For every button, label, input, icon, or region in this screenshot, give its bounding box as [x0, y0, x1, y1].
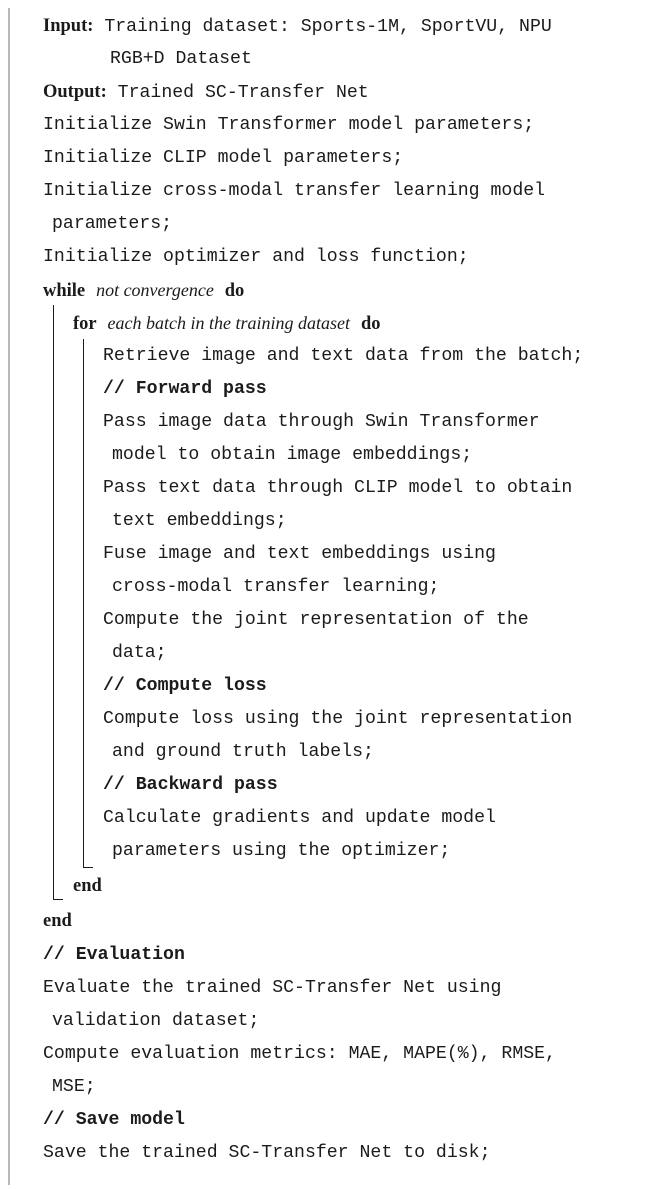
- eval-line-continuation: validation dataset;: [52, 1011, 260, 1031]
- body-line-continuation: model to obtain image embeddings;: [112, 445, 473, 465]
- comment-save-model: // Save model: [43, 1110, 185, 1130]
- body-line: Fuse image and text embeddings using: [103, 544, 496, 564]
- body-line-continuation: data;: [112, 643, 167, 663]
- for-do-keyword: do: [360, 314, 381, 334]
- body-line-continuation: parameters using the optimizer;: [112, 841, 451, 861]
- comment-forward-pass: // Forward pass: [103, 379, 267, 399]
- input-continuation: RGB+D Dataset: [110, 49, 252, 69]
- for-condition: each batch in the training dataset: [107, 313, 351, 333]
- for-scope-tick: [83, 867, 93, 869]
- body-line-continuation: text embeddings;: [112, 511, 287, 531]
- body-line: Compute the joint representation of the: [103, 610, 529, 630]
- input-label: Input:: [43, 16, 94, 36]
- body-line: Calculate gradients and update model: [103, 808, 496, 828]
- for-scope-bar: [83, 339, 85, 868]
- output-line: Output: Trained SC-Transfer Net: [43, 76, 369, 109]
- for-end-keyword: end: [73, 876, 102, 896]
- while-keyword: while: [43, 281, 86, 301]
- body-line: Compute loss using the joint representat…: [103, 709, 573, 729]
- output-label: Output:: [43, 82, 107, 102]
- save-line: Save the trained SC-Transfer Net to disk…: [43, 1143, 491, 1163]
- eval-line: Evaluate the trained SC-Transfer Net usi…: [43, 978, 502, 998]
- eval-line: Compute evaluation metrics: MAE, MAPE(%)…: [43, 1044, 556, 1064]
- body-line: Retrieve image and text data from the ba…: [103, 346, 584, 366]
- while-end-keyword: end: [43, 911, 72, 931]
- input-line: Input: Training dataset: Sports-1M, Spor…: [43, 10, 552, 43]
- comment-compute-loss: // Compute loss: [103, 676, 267, 696]
- body-line: Pass text data through CLIP model to obt…: [103, 478, 573, 498]
- body-line-continuation: and ground truth labels;: [112, 742, 374, 762]
- eval-line-continuation: MSE;: [52, 1077, 96, 1097]
- while-scope-bar: [53, 305, 55, 900]
- while-condition: not convergence: [96, 280, 214, 300]
- input-text: Training dataset: Sports-1M, SportVU, NP…: [104, 17, 552, 37]
- body-line-continuation: cross-modal transfer learning;: [112, 577, 440, 597]
- for-keyword: for: [73, 314, 97, 334]
- output-text: Trained SC-Transfer Net: [117, 83, 369, 103]
- init-line-continuation: parameters;: [52, 214, 173, 234]
- init-line: Initialize Swin Transformer model parame…: [43, 115, 535, 135]
- body-line: Pass image data through Swin Transformer: [103, 412, 540, 432]
- init-line: Initialize optimizer and loss function;: [43, 247, 469, 267]
- while-line: while not convergence do: [43, 274, 244, 307]
- while-scope-tick: [53, 899, 63, 901]
- init-line: Initialize CLIP model parameters;: [43, 148, 404, 168]
- while-do-keyword: do: [224, 281, 245, 301]
- init-line: Initialize cross-modal transfer learning…: [43, 181, 546, 201]
- comment-evaluation: // Evaluation: [43, 945, 185, 965]
- left-border-rule: [8, 8, 10, 1185]
- for-line: for each batch in the training dataset d…: [73, 307, 380, 340]
- comment-backward-pass: // Backward pass: [103, 775, 278, 795]
